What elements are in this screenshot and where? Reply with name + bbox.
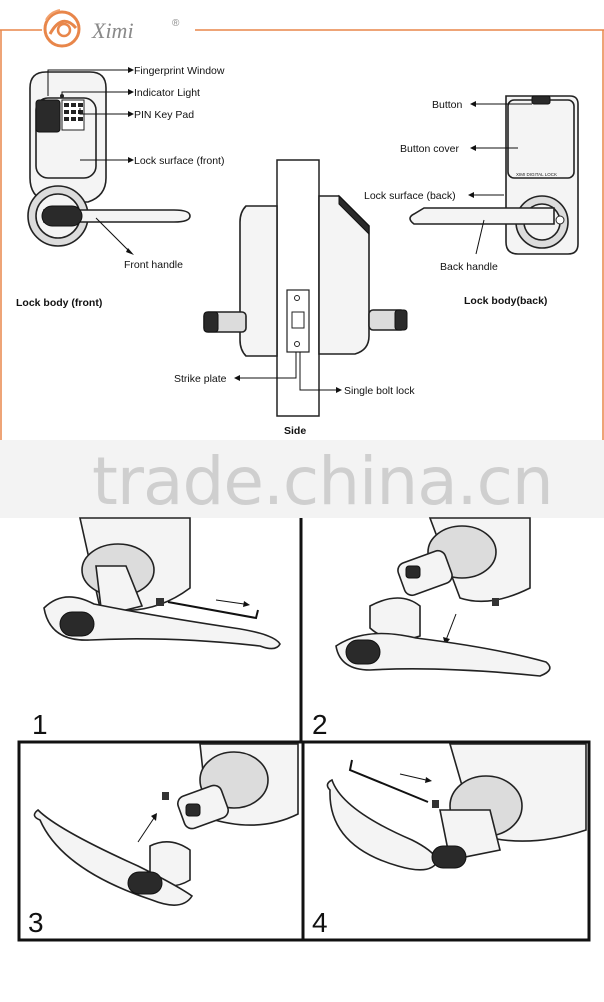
watermark-text: trade.china.cn [92,443,553,520]
label-side: Side [284,425,306,437]
step-3-number: 3 [28,907,44,938]
back-callouts: Button Button cover Lock surface (back) … [364,99,547,307]
label-lock-surface-front: Lock surface (front) [134,155,224,167]
watermark: trade.china.cn [0,440,604,520]
lock-body-back-illustration: XIMI DIGITAL LOCK [409,95,579,255]
logo-mark-icon [43,9,81,48]
label-back-handle: Back handle [440,261,498,273]
label-front-handle: Front handle [124,259,183,271]
registered-mark: ® [172,18,180,29]
step-grid [17,518,591,942]
lock-body-front-illustration [27,71,191,247]
side-view-illustration [203,159,408,417]
label-lock-body-back: Lock body(back) [464,295,547,307]
step-4-illustration [326,743,587,871]
step-4-number: 4 [312,907,328,938]
label-single-bolt-lock: Single bolt lock [344,385,415,397]
label-strike-plate: Strike plate [174,373,227,385]
side-callouts: Strike plate Single bolt lock Side [174,352,415,437]
label-pin-key-pad: PIN Key Pad [134,109,194,121]
label-lock-surface-back: Lock surface (back) [364,190,456,202]
label-fingerprint-window: Fingerprint Window [134,65,225,77]
step-1-number: 1 [32,709,48,740]
label-lock-body-front: Lock body (front) [16,297,102,309]
step-3-illustration [33,743,299,906]
step-1-illustration [43,517,281,650]
logo-text: Ximi [91,18,134,43]
label-button-cover: Button cover [400,143,459,155]
front-callouts: Fingerprint Window Indicator Light PIN K… [16,65,225,309]
step-2-illustration [335,517,551,677]
label-indicator-light: Indicator Light [134,87,200,99]
step-2-number: 2 [312,709,328,740]
svg-text:XIMI DIGITAL LOCK: XIMI DIGITAL LOCK [516,172,557,177]
label-button: Button [432,99,463,111]
brand-logo: Ximi ® [0,9,604,440]
